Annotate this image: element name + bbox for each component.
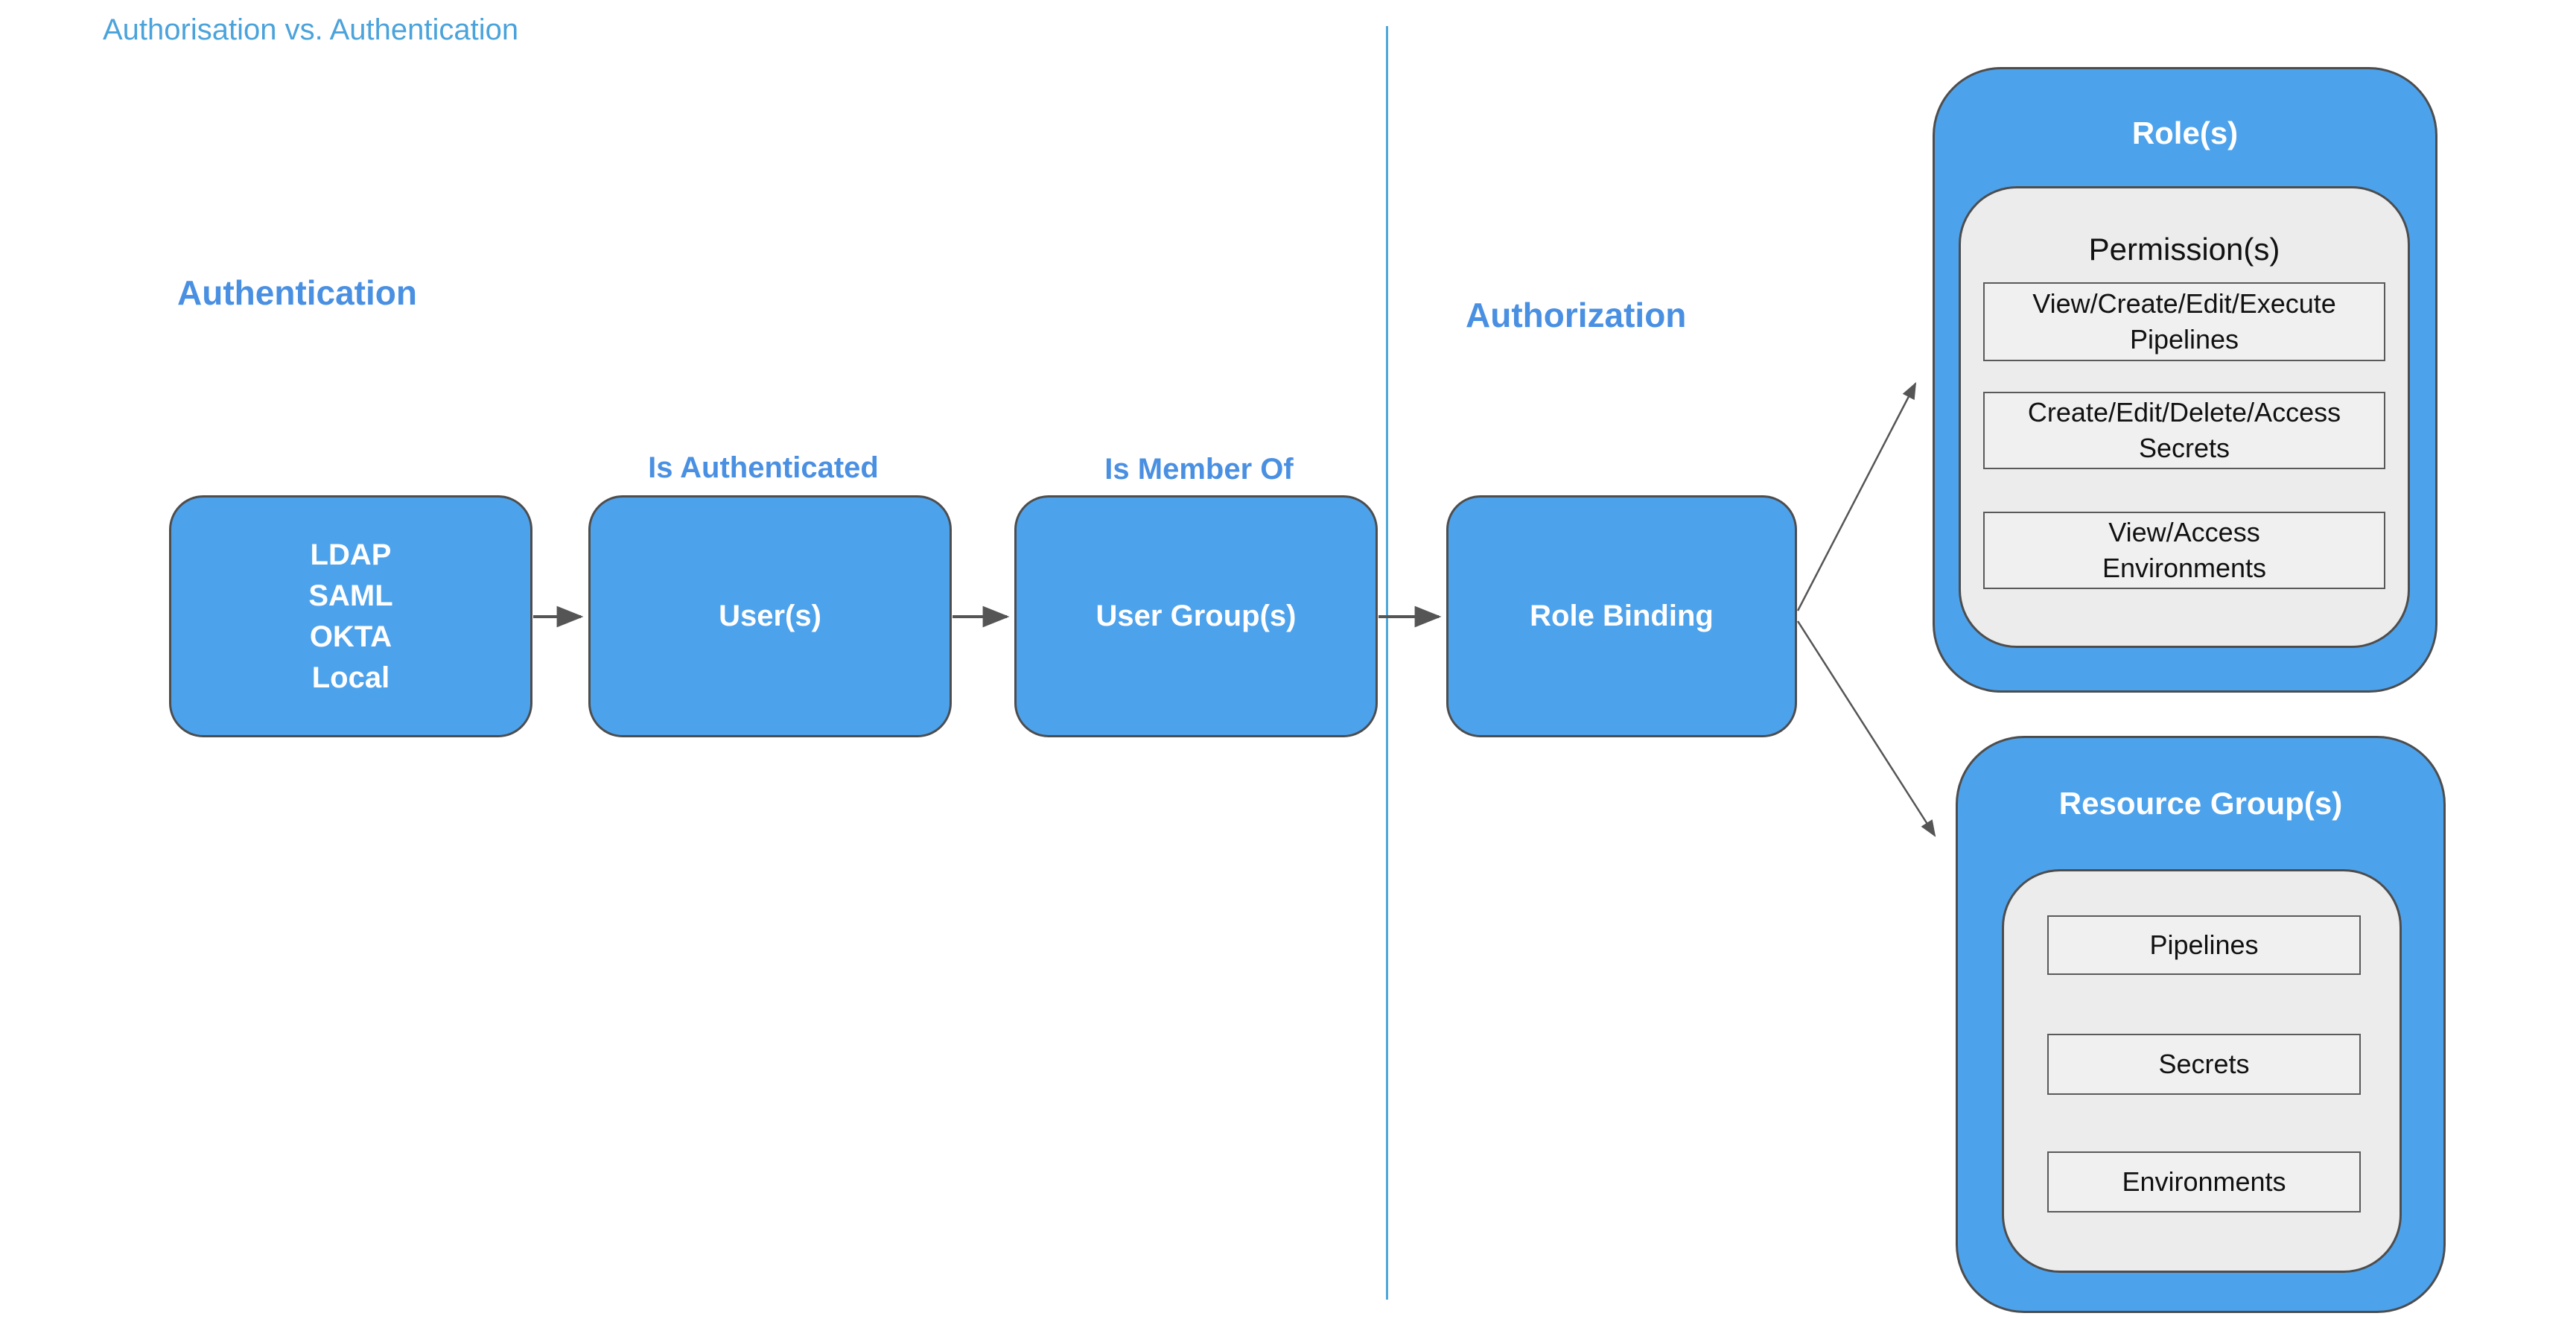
node-role-binding: Role Binding [1446,495,1797,737]
idp-okta-label: OKTA [309,620,392,653]
roles-title: Role(s) [2131,115,2239,150]
page-title: Authorisation vs. Authentication [103,13,519,46]
user-groups-label: User Group(s) [1095,600,1297,632]
permission-item-environments: View/Access Environments [1983,512,2385,589]
edge-label-is-authenticated: Is Authenticated [648,451,879,484]
edge-label-is-member-of: Is Member Of [1104,453,1294,486]
resource-item-pipelines: Pipelines [2047,915,2361,975]
node-users: User(s) [588,495,952,737]
node-user-groups: User Group(s) [1014,495,1378,737]
idp-ldap-label: LDAP [310,538,392,571]
permission-item-pipelines: View/Create/Edit/Execute Pipelines [1983,282,2385,361]
resource-item-secrets: Secrets [2047,1034,2361,1095]
arrow-role-binding-to-roles [1796,382,1917,611]
resources-panel: Pipelines Secrets Environments [2002,869,2402,1273]
idp-saml-label: SAML [308,579,393,612]
users-label: User(s) [719,600,821,632]
section-divider-line [1386,26,1388,1300]
permissions-subtitle: Permission(s) [2088,232,2280,267]
arrow-role-binding-to-resource-groups [1796,620,1936,837]
resource-item-environments: Environments [2047,1151,2361,1212]
node-identity-providers: LDAP SAML OKTA Local [169,495,532,737]
roles-container: Role(s) Permission(s) View/Create/Edit/E… [1933,67,2437,693]
resource-groups-title: Resource Group(s) [2058,786,2343,821]
permission-item-secrets: Create/Edit/Delete/Access Secrets [1983,392,2385,469]
permissions-panel: Permission(s) View/Create/Edit/Execute P… [1959,186,2410,648]
idp-local-label: Local [311,661,390,694]
authorization-heading: Authorization [1466,296,1687,334]
resource-groups-container: Resource Group(s) Pipelines Secrets Envi… [1956,736,2446,1313]
role-binding-label: Role Binding [1530,600,1714,632]
authentication-heading: Authentication [177,273,417,312]
